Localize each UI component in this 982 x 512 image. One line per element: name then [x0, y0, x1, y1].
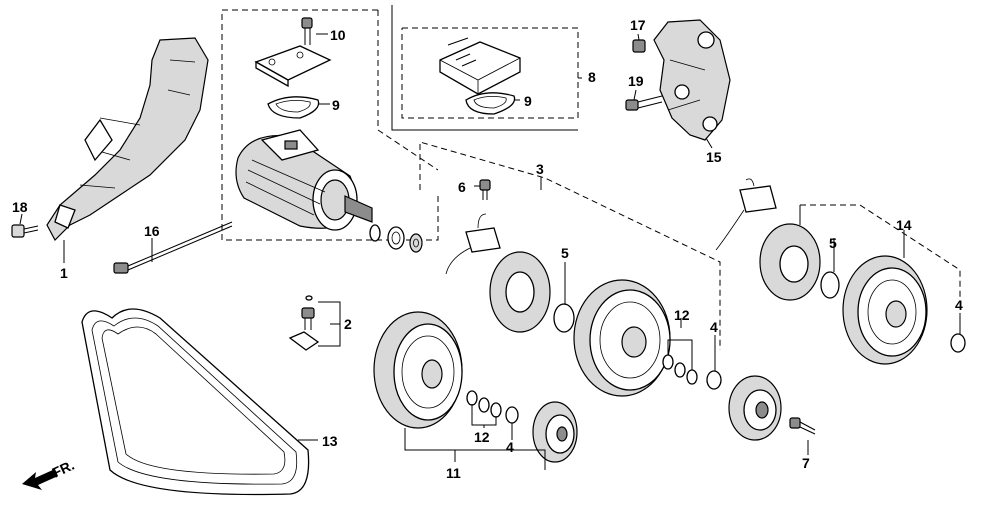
snap-ring-5-left-part [553, 303, 575, 333]
callout-4-lower: 4 [506, 439, 514, 455]
front-direction-arrow-icon [22, 469, 58, 490]
callout-4-center: 4 [710, 319, 718, 335]
sensor-2-part [288, 295, 320, 351]
callout-9-right: 9 [524, 93, 532, 109]
bolt-18-part [11, 224, 39, 238]
shims-12-center-part [662, 354, 698, 385]
snap-ring-5-right-part [820, 271, 840, 299]
valve-cover-8-part [439, 37, 521, 95]
callout-2: 2 [344, 316, 352, 332]
nut-4-lower-part [505, 406, 519, 424]
callout-8: 8 [588, 69, 596, 85]
compressor-body-part [235, 129, 373, 231]
bolt-7-part [789, 417, 816, 435]
nut-17-part [632, 39, 646, 53]
valve-cover-plate-part [254, 45, 332, 88]
valve-cover-group-box [391, 5, 579, 131]
front-direction-indicator: FR. [22, 457, 77, 490]
callout-11: 11 [446, 465, 461, 481]
shims-12-lower-part [466, 390, 502, 418]
snap-ring-small-part [369, 224, 381, 242]
nut-4-right-part [950, 333, 966, 353]
callout-15: 15 [706, 149, 722, 165]
shaft-seal-part [387, 226, 405, 250]
callout-5-left: 5 [561, 245, 569, 261]
front-direction-label: FR. [50, 457, 77, 481]
bolt-19-part [625, 95, 663, 111]
bolt-6-part [479, 179, 491, 200]
callout-9-left: 9 [332, 97, 340, 113]
callout-14: 14 [896, 217, 912, 233]
armature-plate-lower-part [532, 401, 578, 463]
field-coil-right-part [715, 178, 821, 301]
callout-5-right: 5 [829, 235, 837, 251]
callout-17: 17 [630, 17, 646, 33]
nut-4-center-part [706, 370, 722, 390]
leader-lines [19, 33, 961, 470]
callout-19: 19 [628, 73, 644, 89]
pulley-lower-part [373, 311, 463, 429]
callout-7: 7 [802, 455, 810, 471]
through-bolt-16-part [113, 221, 233, 274]
callout-labels: 1 18 16 10 9 8 9 17 19 15 6 3 5 2 13 11 … [12, 17, 963, 481]
callout-1: 1 [60, 265, 68, 281]
clutch-assembly-group-box [419, 141, 721, 350]
shaft-nut-part [409, 233, 423, 253]
gasket-9-right-part [465, 92, 516, 115]
pulley-right-part [842, 255, 928, 365]
pulley-center-part [573, 279, 671, 397]
gasket-9-left-part [267, 96, 320, 119]
callout-10: 10 [330, 27, 346, 43]
bolt-10-part [301, 17, 313, 45]
callout-3: 3 [536, 161, 544, 177]
callout-16: 16 [144, 223, 160, 239]
clutch-set-14-box [800, 204, 961, 300]
callout-18: 18 [12, 199, 28, 215]
drive-belt-13-part [81, 308, 310, 496]
callout-4-right: 4 [955, 297, 963, 313]
mounting-bracket-15-part [653, 19, 731, 141]
armature-plate-center-part [728, 375, 782, 441]
compressor-group-box [221, 9, 439, 241]
field-coil-left-part [445, 213, 551, 333]
callout-12-lower: 12 [474, 429, 490, 445]
callout-13: 13 [322, 433, 338, 449]
callout-6: 6 [458, 179, 466, 195]
heat-shield-part [46, 37, 209, 241]
callout-12-center: 12 [674, 307, 690, 323]
